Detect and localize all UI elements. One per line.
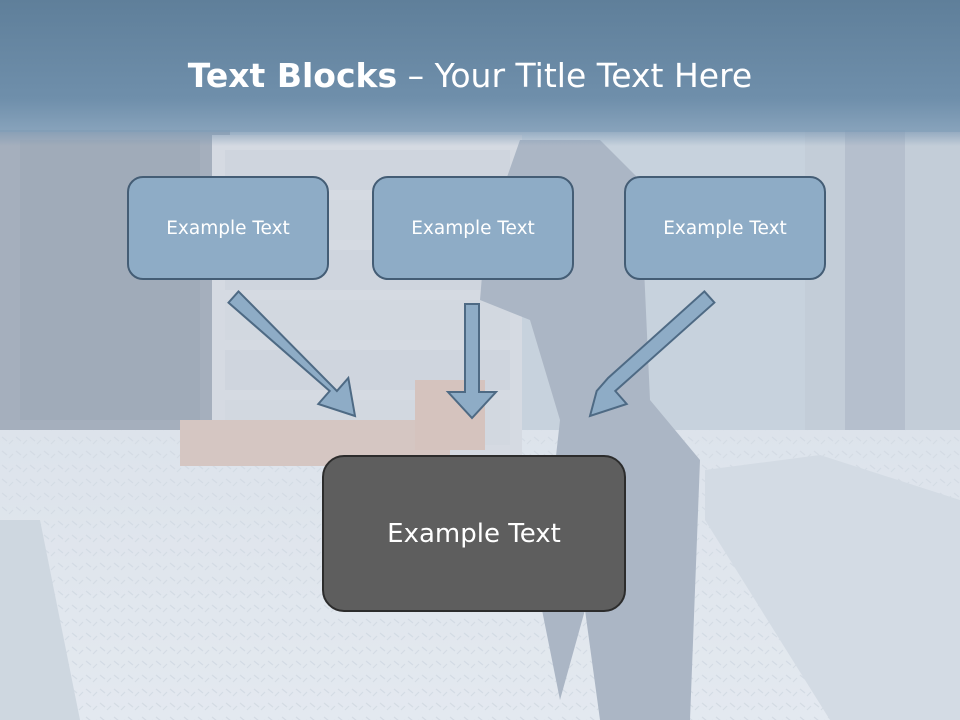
arrow-center-to-bottom [445, 303, 499, 420]
title-band [0, 0, 960, 146]
text-box-bottom[interactable]: Example Text [322, 455, 626, 612]
text-box-right[interactable]: Example Text [624, 176, 826, 280]
text-box-center-label: Example Text [411, 217, 535, 239]
arrow-right-to-bottom [588, 289, 716, 418]
text-box-left[interactable]: Example Text [127, 176, 329, 280]
title-rest: – Your Title Text Here [397, 56, 753, 95]
text-box-right-label: Example Text [663, 217, 787, 239]
arrow-left-to-bottom [227, 289, 357, 418]
slide-title: Text Blocks – Your Title Text Here [0, 50, 940, 102]
title-bold: Text Blocks [187, 56, 398, 95]
text-box-center[interactable]: Example Text [372, 176, 574, 280]
text-box-bottom-label: Example Text [387, 518, 561, 549]
text-box-left-label: Example Text [166, 217, 290, 239]
